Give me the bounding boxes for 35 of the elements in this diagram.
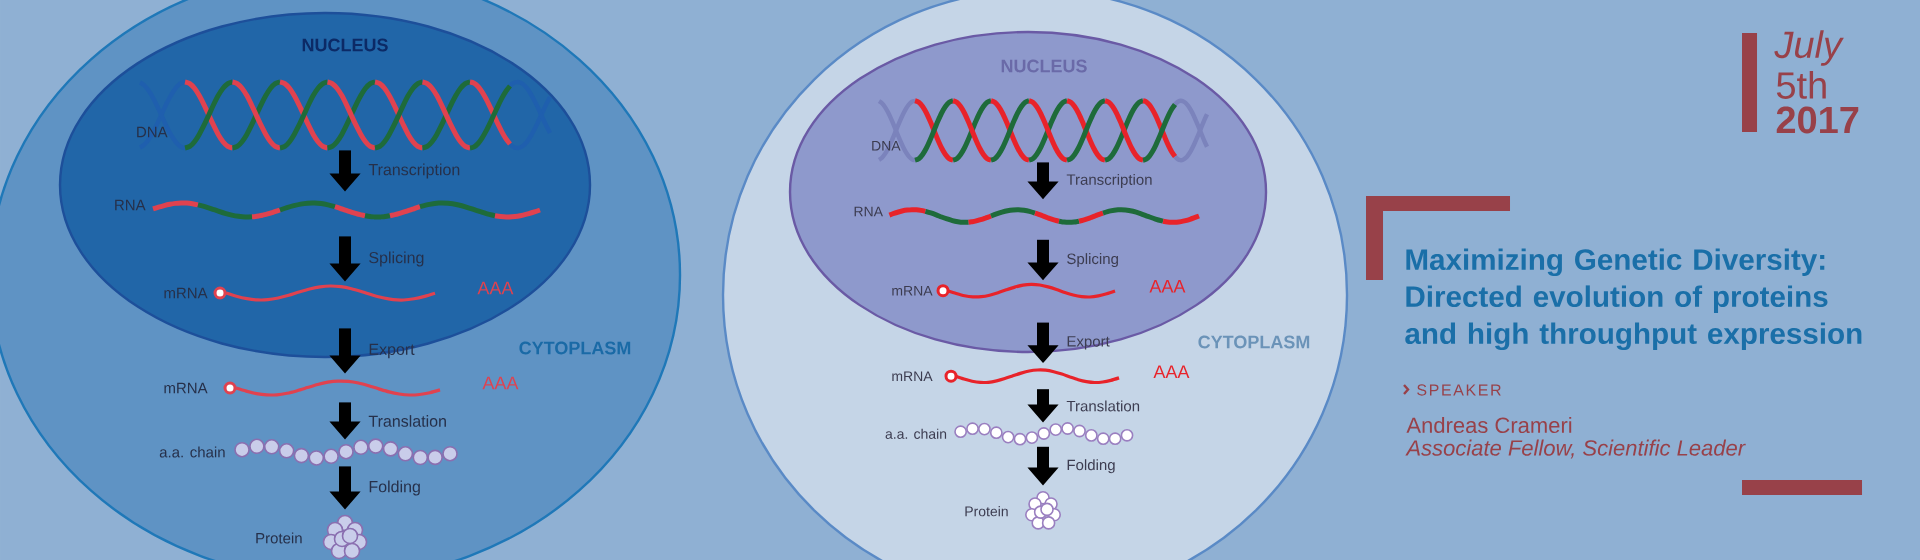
molecule-label: DNA: [872, 141, 901, 151]
molecule-label: mRNA: [164, 287, 208, 299]
molecule-label: RNA: [115, 199, 146, 211]
section-heading: SPEAKER: [1417, 384, 1501, 396]
region-label: NUCLEUS: [302, 38, 388, 52]
date-text: 2017: [1776, 106, 1859, 134]
sequence-label: AAA: [482, 376, 519, 390]
molecule-label: mRNA: [892, 371, 933, 381]
edge-label: Export: [1067, 336, 1110, 350]
title: Maximizing Genetic Diversity: Directed evolution of proteins and high throughput expression: [1405, 248, 1862, 351]
speaker-name: Andreas Crameri: [1406, 416, 1572, 434]
molecule-label: Protein: [965, 506, 1008, 517]
edge-label: Splicing: [369, 251, 424, 267]
region-label: CYTOPLASM: [1198, 335, 1310, 349]
molecule-label: Protein: [256, 532, 302, 544]
edge-label: Transcription: [368, 163, 460, 179]
sequence-label: AAA: [1149, 280, 1186, 293]
molecule-label: mRNA: [892, 285, 933, 296]
edge-label: Folding: [369, 480, 420, 496]
molecule-label: DNA: [137, 126, 168, 138]
date-text: 5th: [1776, 71, 1826, 99]
sequence-label: AAA: [477, 281, 514, 295]
molecule-label: a.a. chain: [159, 446, 225, 458]
edge-label: Folding: [1067, 459, 1115, 474]
date-text: July: [1774, 30, 1844, 66]
molecule-label: a.a. chain: [885, 428, 947, 439]
edge-label: Splicing: [1067, 253, 1118, 268]
speaker-role: Associate Fellow, Scientific Leader: [1405, 439, 1746, 459]
molecule-label: RNA: [854, 206, 883, 217]
edge-label: Transcription: [1066, 173, 1152, 188]
sequence-label: AAA: [1153, 365, 1190, 378]
edge-label: Translation: [368, 415, 446, 427]
region-label: CYTOPLASM: [519, 341, 631, 355]
edge-label: Translation: [1066, 400, 1140, 412]
molecule-label: mRNA: [164, 382, 208, 394]
